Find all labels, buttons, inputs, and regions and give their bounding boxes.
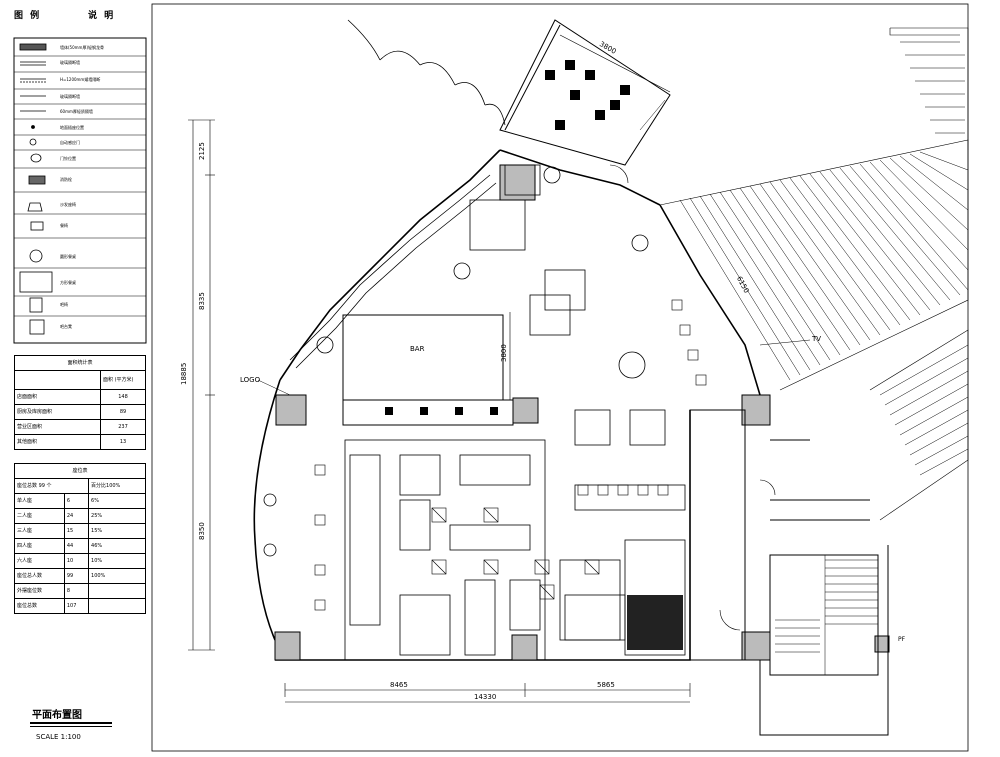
bar-label: BAR bbox=[410, 345, 425, 353]
dim-left-total: 18885 bbox=[180, 362, 188, 385]
right-corridor bbox=[689, 409, 889, 736]
svg-text:吧椅: 吧椅 bbox=[60, 301, 68, 307]
round-tables bbox=[263, 166, 649, 557]
legend-panel: 墙体(50mm厚)轻钢龙骨 玻璃隔断墙 H=1200mm矮墙隔断 玻璃隔断墙 6… bbox=[13, 37, 147, 344]
pf-label: PF bbox=[898, 636, 906, 643]
dim-left-top: 2125 bbox=[198, 142, 206, 160]
seat-row-count: 107 bbox=[63, 598, 90, 614]
legend-title-left: 图 例 bbox=[14, 11, 42, 21]
stairs bbox=[775, 555, 878, 675]
kitchen-equipment-marks bbox=[431, 507, 600, 600]
outer-walls bbox=[253, 149, 761, 661]
dim-bar-depth: 3800 bbox=[500, 344, 508, 362]
svg-text:60mm厚轻质隔墙: 60mm厚轻质隔墙 bbox=[60, 108, 93, 114]
terrace-tables bbox=[545, 60, 630, 130]
dimension-lines bbox=[188, 34, 691, 703]
svg-text:消防栓: 消防栓 bbox=[60, 176, 72, 182]
legend-title-right: 说 明 bbox=[88, 11, 116, 21]
seat-row-pct: 46% bbox=[88, 538, 146, 554]
svg-text:沙发座椅: 沙发座椅 bbox=[60, 201, 76, 207]
dim-bottom-right: 5865 bbox=[597, 681, 615, 689]
svg-text:方形餐桌: 方形餐桌 bbox=[60, 279, 76, 285]
door-swings bbox=[609, 164, 776, 631]
svg-text:门铃位置: 门铃位置 bbox=[60, 155, 76, 161]
logo-label: LOGO bbox=[240, 376, 261, 384]
plan-scale: SCALE 1:100 bbox=[36, 733, 81, 741]
kitchen-area bbox=[344, 439, 686, 661]
seat-row-pct bbox=[88, 598, 146, 614]
terrace bbox=[499, 19, 671, 166]
cold-room-block bbox=[627, 595, 683, 650]
svg-text:吧台凳: 吧台凳 bbox=[60, 323, 72, 329]
tv-label: TV bbox=[812, 335, 822, 343]
west-banquette bbox=[289, 174, 497, 369]
seat-row-label: 座位总数 bbox=[14, 598, 65, 614]
chairs-grid bbox=[314, 299, 707, 611]
dining-tables bbox=[469, 164, 686, 511]
dim-left-mid: 8335 bbox=[198, 292, 206, 310]
dim-bottom-left: 8465 bbox=[390, 681, 408, 689]
dim-bottom-total: 14330 bbox=[474, 693, 497, 701]
adjacent-building-hatch bbox=[659, 27, 969, 521]
svg-text:墙体(50mm厚)轻钢龙骨: 墙体(50mm厚)轻钢龙骨 bbox=[60, 44, 104, 50]
svg-text:地面插座位置: 地面插座位置 bbox=[60, 124, 84, 130]
svg-text:自动感应门: 自动感应门 bbox=[60, 139, 80, 145]
svg-text:餐椅: 餐椅 bbox=[60, 222, 68, 228]
title-underline bbox=[30, 722, 112, 727]
svg-text:圆形餐桌: 圆形餐桌 bbox=[60, 253, 76, 259]
dim-left-bottom: 8350 bbox=[198, 522, 206, 540]
awning-arcs bbox=[347, 19, 506, 126]
svg-text:玻璃隔断墙: 玻璃隔断墙 bbox=[60, 93, 80, 99]
area-row-value: 13 bbox=[100, 434, 146, 450]
structural-columns bbox=[274, 164, 890, 661]
svg-text:玻璃隔断墙: 玻璃隔断墙 bbox=[60, 59, 80, 65]
plan-title: 平面布置图 bbox=[32, 710, 82, 721]
svg-text:H=1200mm矮墙隔断: H=1200mm矮墙隔断 bbox=[60, 76, 100, 82]
